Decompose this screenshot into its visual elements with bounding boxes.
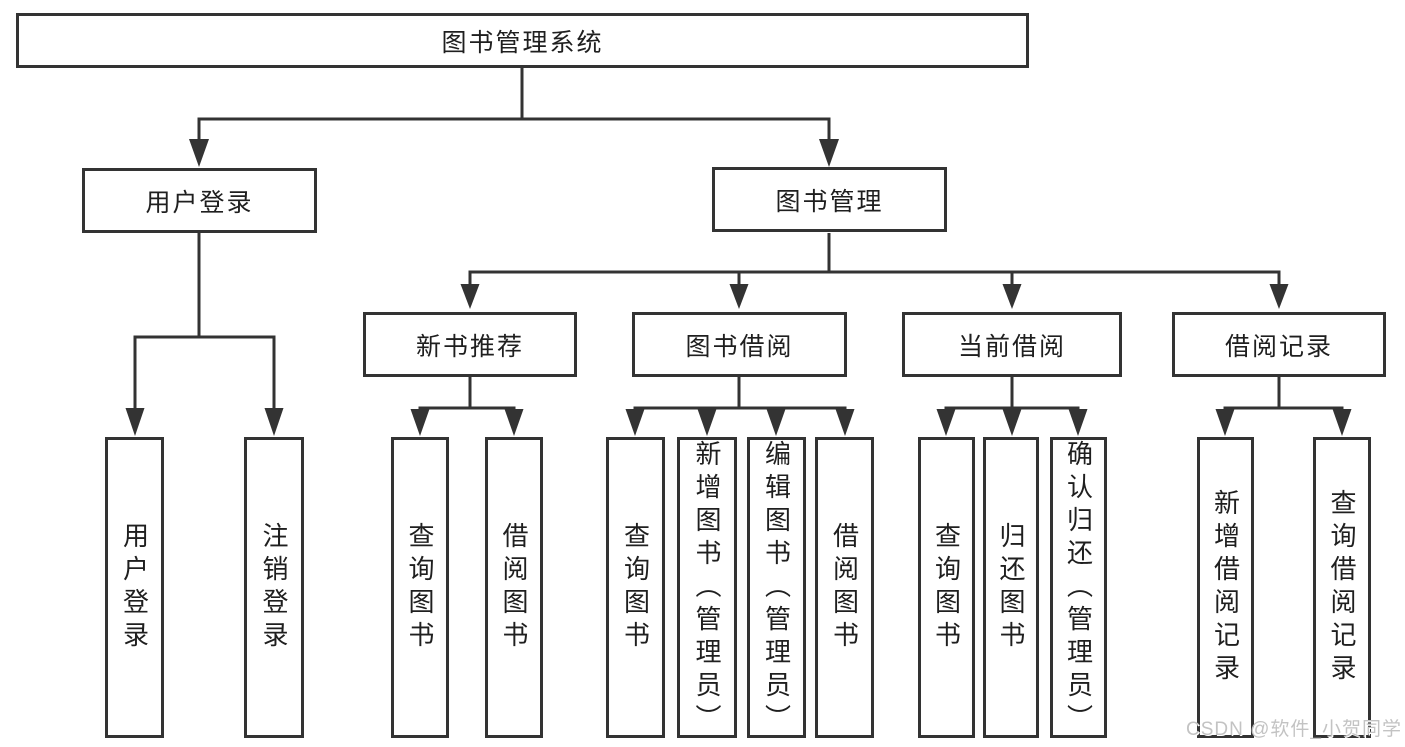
node-current-borrow-label: 当前借阅 xyxy=(957,332,1066,361)
node-borrow-records-label: 借阅记录 xyxy=(1224,332,1333,361)
leaf-query-books-recommend: 查询图书 xyxy=(391,437,449,738)
leaf-return-book: 归还图书 xyxy=(983,437,1039,738)
node-borrow-records: 借阅记录 xyxy=(1172,312,1386,377)
node-root-label: 图书管理系统 xyxy=(441,28,604,57)
node-user-login-label: 用户登录 xyxy=(145,188,254,217)
node-user-login: 用户登录 xyxy=(82,168,317,233)
node-new-book-recommend-label: 新书推荐 xyxy=(415,332,524,361)
connector-root xyxy=(189,68,839,167)
node-book-borrow-label: 图书借阅 xyxy=(685,332,794,361)
leaf-edit-book-admin: 编辑图书（管理员） xyxy=(747,437,806,738)
connector-book-management xyxy=(460,233,1289,309)
csdn-watermark: CSDN @软件_小贺同学 xyxy=(1186,719,1402,740)
node-book-borrow: 图书借阅 xyxy=(632,312,847,377)
connector-user-login xyxy=(125,233,284,436)
node-new-book-recommend: 新书推荐 xyxy=(363,312,577,377)
leaf-add-book-admin: 新增图书（管理员） xyxy=(677,437,737,738)
leaf-query-books-borrow: 查询图书 xyxy=(606,437,665,738)
connector-borrow-records xyxy=(1215,377,1352,436)
leaf-user-login: 用户登录 xyxy=(105,437,164,738)
node-book-management: 图书管理 xyxy=(712,167,947,232)
leaf-borrow-books-recommend: 借阅图书 xyxy=(485,437,543,738)
leaf-query-books-current: 查询图书 xyxy=(918,437,975,738)
node-book-management-label: 图书管理 xyxy=(775,187,884,216)
node-root-system: 图书管理系统 xyxy=(16,13,1029,68)
leaf-borrow-books: 借阅图书 xyxy=(815,437,874,738)
leaf-query-borrow-record: 查询借阅记录 xyxy=(1313,437,1371,738)
leaf-confirm-return-admin: 确认归还（管理员） xyxy=(1050,437,1107,738)
leaf-add-borrow-record: 新增借阅记录 xyxy=(1197,437,1254,738)
connector-current-borrow xyxy=(936,377,1088,436)
connector-book-borrow xyxy=(625,377,855,436)
node-current-borrow: 当前借阅 xyxy=(902,312,1122,377)
leaf-logout: 注销登录 xyxy=(244,437,304,738)
connector-new-book-recommend xyxy=(410,377,524,436)
